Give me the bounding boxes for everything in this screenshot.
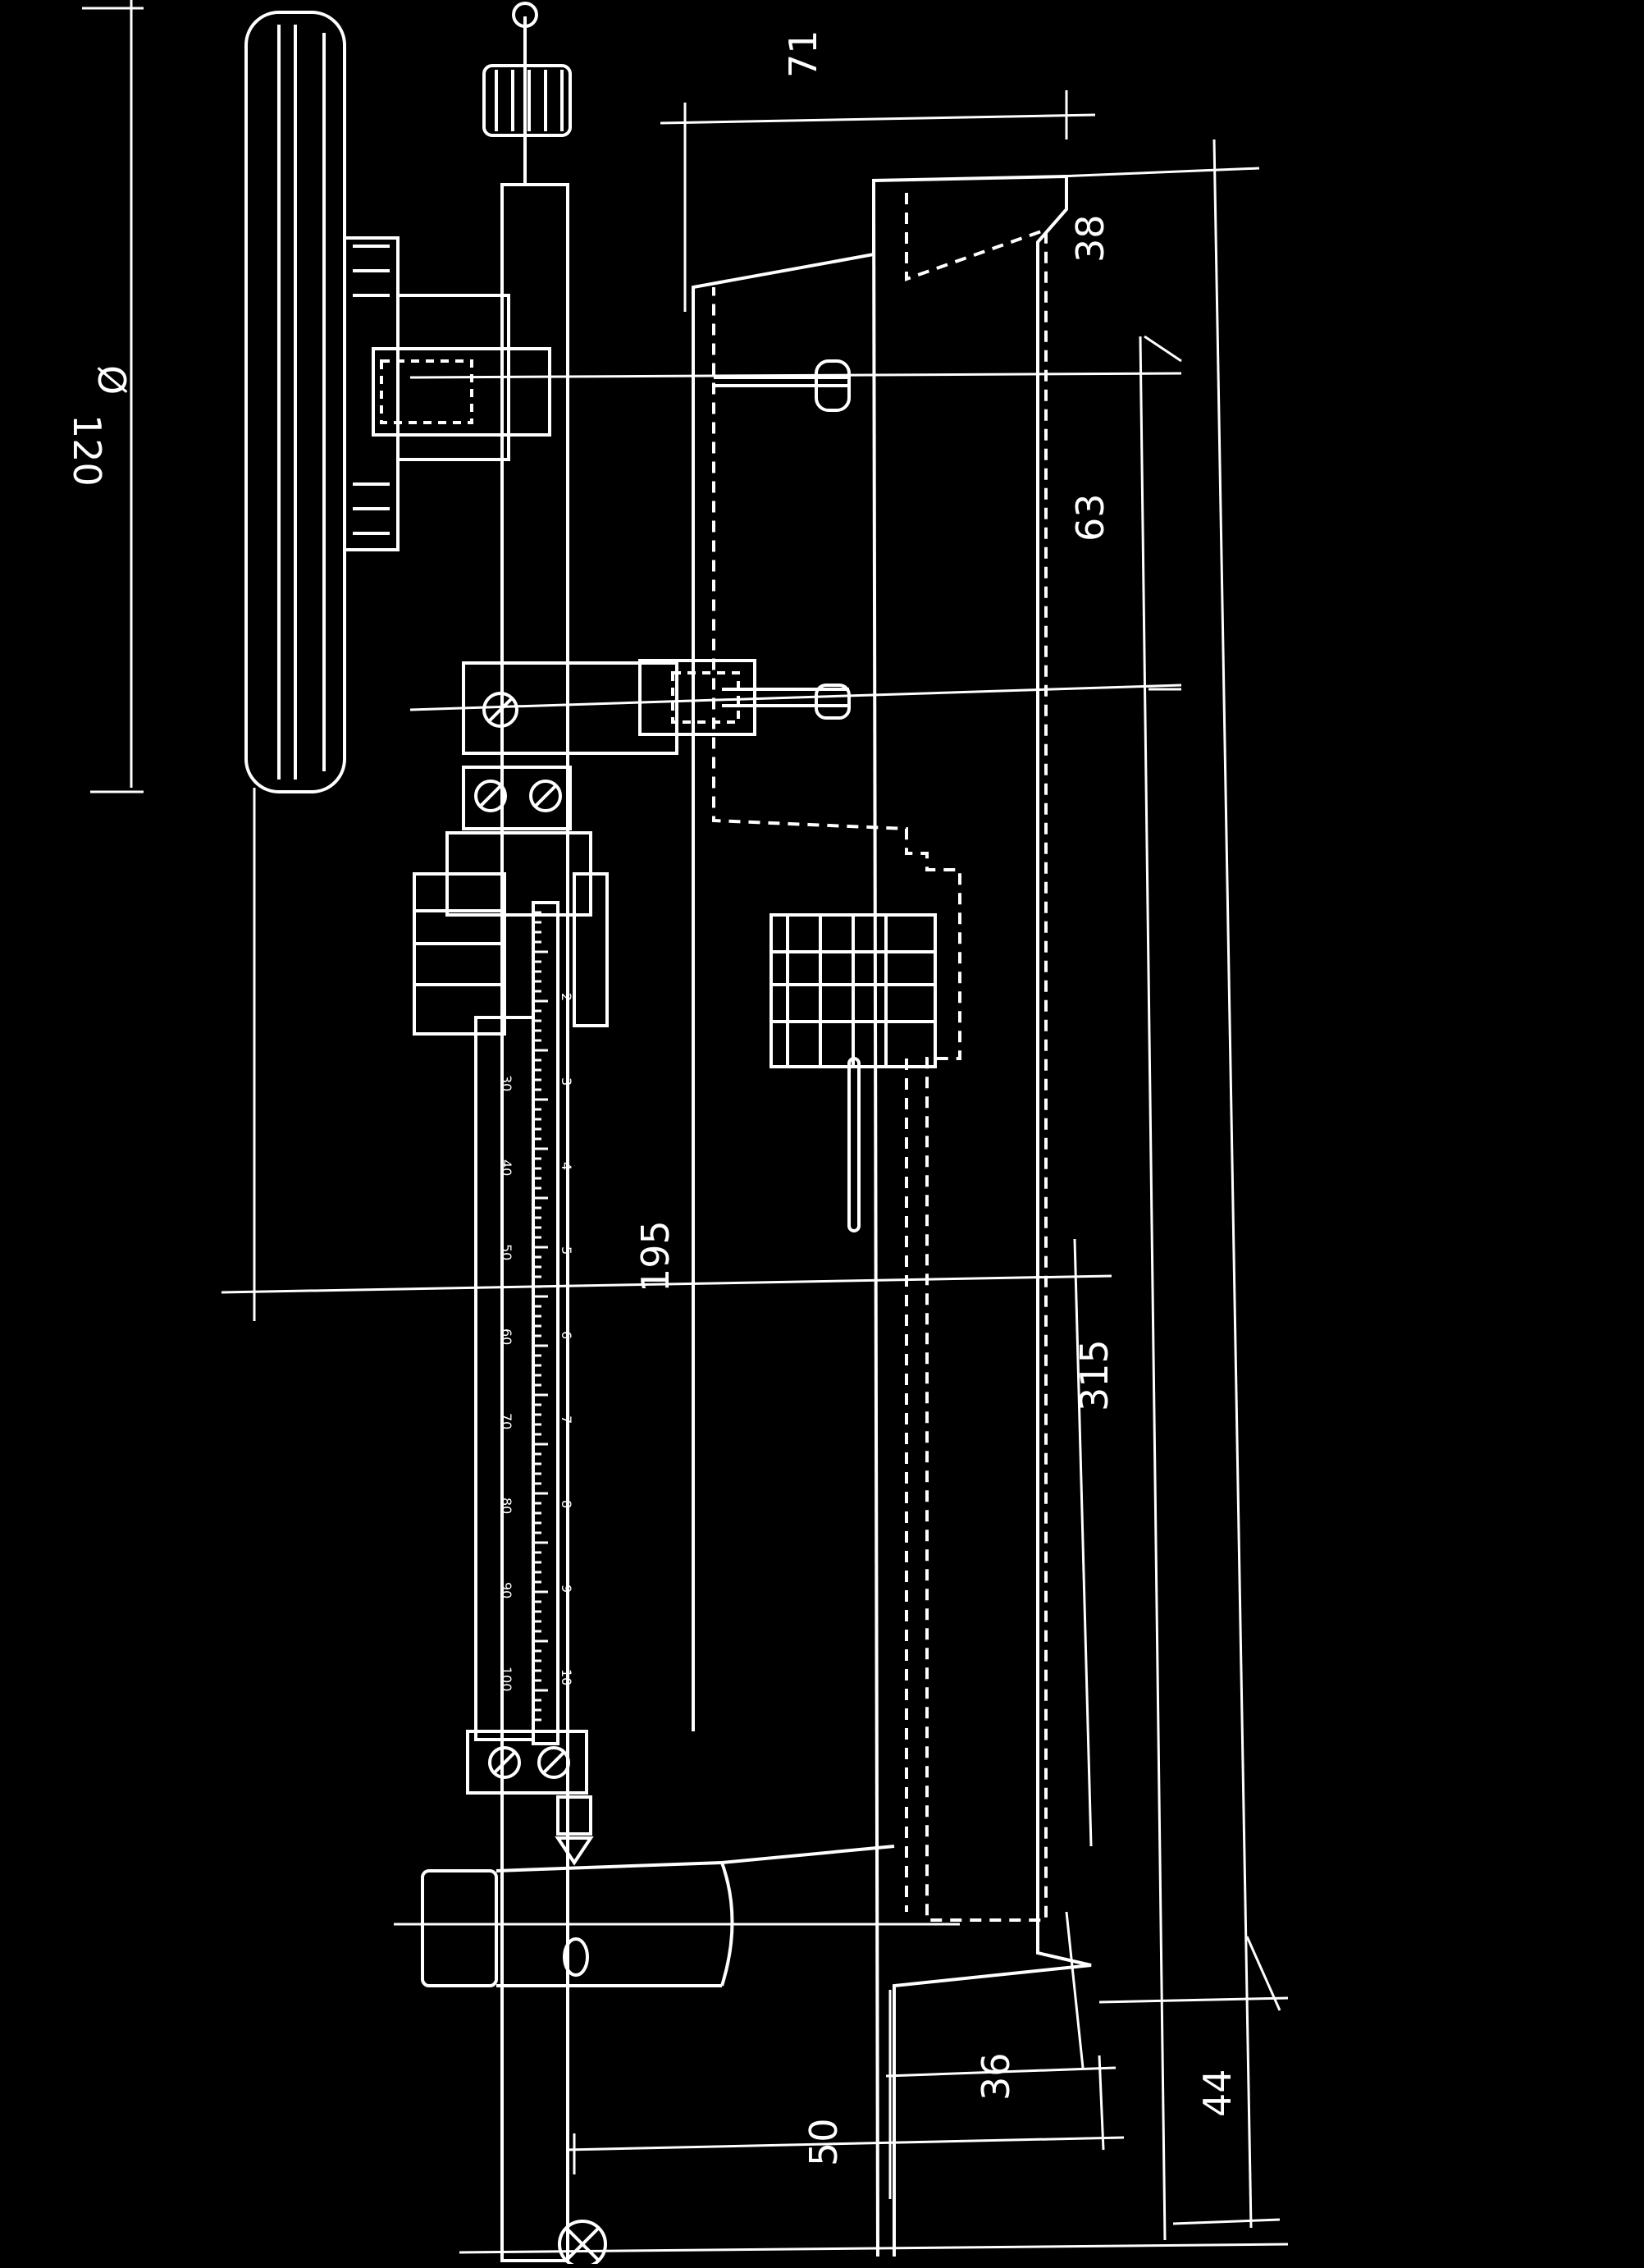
scale-label-primary: 90 [499, 1582, 514, 1598]
scale-labels: 30 40 50 60 70 80 90 100 2 3 4 5 6 7 8 9 10 [499, 993, 574, 1692]
scale-label-primary: 70 [499, 1413, 514, 1429]
scale-ticks [533, 901, 548, 1722]
scale-label-secondary: 3 [559, 1077, 574, 1086]
base-frame [692, 174, 1092, 2257]
scale-label-primary: 40 [499, 1159, 514, 1176]
scale-label-secondary: 8 [559, 1500, 574, 1508]
dim-44: 44 [1195, 2069, 1240, 2117]
dim-38: 38 [1068, 214, 1112, 263]
scale-label-secondary: 4 [559, 1162, 574, 1170]
clamp-blocks [413, 359, 851, 1036]
scale-label-secondary: 10 [559, 1669, 574, 1685]
dim-195: 195 [633, 1220, 678, 1292]
scale-label-secondary: 2 [559, 993, 574, 1001]
scale-label-secondary: 5 [559, 1246, 574, 1255]
dim-71: 71 [781, 30, 825, 78]
scale-label-primary: 30 [499, 1075, 514, 1091]
dimension-lines [82, 0, 1289, 2254]
dim-50: 50 [801, 2118, 846, 2166]
dim-315: 315 [1072, 1339, 1117, 1411]
scale-label-primary: 60 [499, 1328, 514, 1345]
dim-diameter-value: 120 [65, 414, 109, 487]
scale-label-secondary: 9 [559, 1584, 574, 1593]
dim-36: 36 [974, 2052, 1018, 2101]
scale-label-secondary: 6 [559, 1331, 574, 1339]
dim-diameter-symbol: Ø [89, 365, 134, 395]
scale-label-primary: 100 [499, 1667, 514, 1692]
dim-63: 63 [1068, 493, 1112, 542]
dial-gauge [244, 11, 551, 793]
contact-knob [394, 1845, 960, 1987]
dimension-labels: Ø 120 71 38 63 195 315 36 50 44 [65, 30, 1240, 2166]
scale-label-primary: 80 [499, 1498, 514, 1514]
scale-label-secondary: 7 [559, 1415, 574, 1424]
scale-label-primary: 50 [499, 1244, 514, 1260]
